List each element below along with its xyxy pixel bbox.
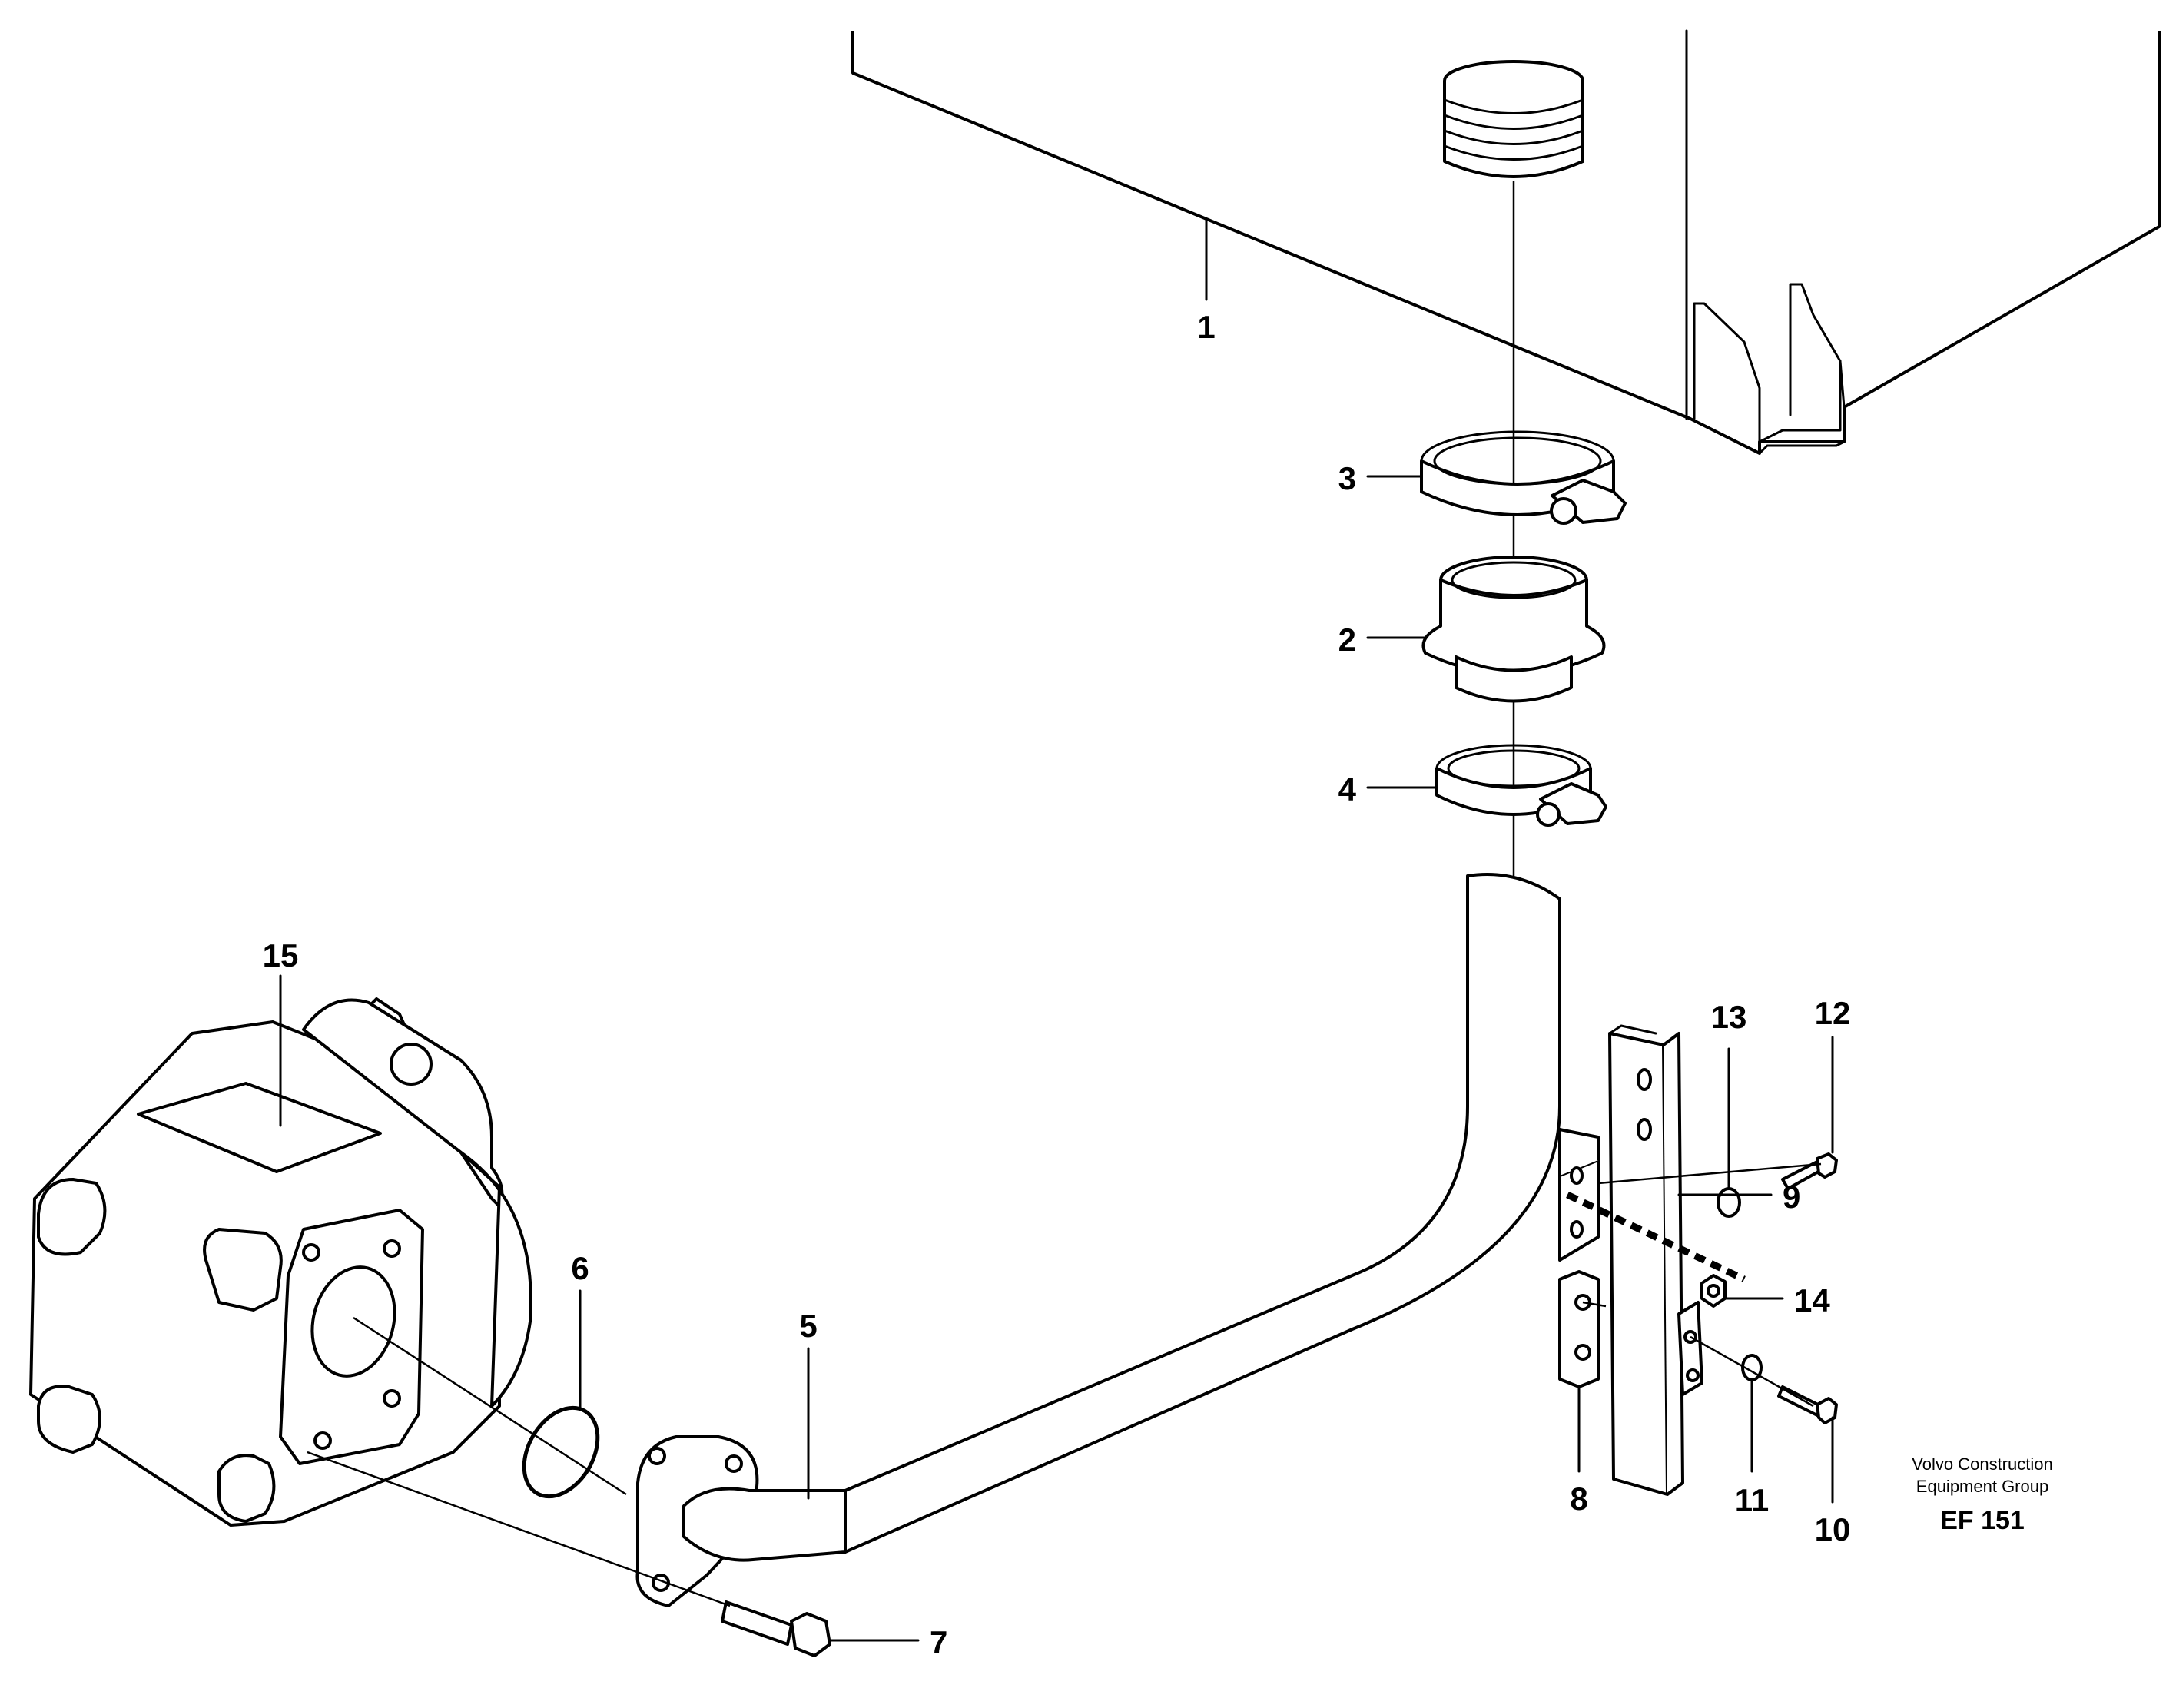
leader-lines: [279, 217, 1834, 1642]
callout-4: 4: [1338, 771, 1357, 808]
mounting-bracket: [1558, 1024, 1703, 1496]
suction-pipe: [635, 873, 1561, 1607]
nut: [1700, 1274, 1727, 1308]
clamp-plate: [1558, 1270, 1600, 1388]
bolt-upper: [1781, 1152, 1838, 1190]
hydraulic-pump: [29, 997, 532, 1527]
callout-1: 1: [1197, 309, 1215, 345]
callout-9: 9: [1783, 1179, 1800, 1215]
tank: [851, 29, 2161, 455]
assembly-lines: [307, 1162, 1822, 1607]
credit-line-2: Equipment Group: [1916, 1477, 2048, 1496]
credit-line-1: Volvo Construction: [1912, 1454, 2052, 1474]
dashed-bolt-path: [1566, 1191, 1746, 1283]
hose-clamp-upper: [1420, 430, 1627, 525]
callout-11: 11: [1735, 1482, 1769, 1518]
callout-7: 7: [930, 1624, 947, 1660]
credit-block: Volvo Construction Equipment Group EF 15…: [1912, 1454, 2052, 1535]
callout-14: 14: [1794, 1282, 1830, 1318]
tank-outlet: [1443, 60, 1584, 178]
callout-5: 5: [799, 1308, 817, 1344]
washer-upper: [1717, 1187, 1741, 1218]
o-ring: [522, 1405, 600, 1499]
callout-12: 12: [1815, 995, 1851, 1031]
callout-2: 2: [1338, 622, 1356, 658]
flange-bolt: [721, 1600, 831, 1657]
hose-sleeve: [1421, 556, 1606, 703]
callout-3: 3: [1338, 460, 1356, 496]
callout-15: 15: [263, 937, 299, 973]
hose-clamp-lower: [1435, 744, 1607, 827]
callout-10: 10: [1815, 1511, 1851, 1547]
callout-6: 6: [571, 1250, 589, 1286]
figure-code: EF 151: [1940, 1506, 2025, 1535]
callout-13: 13: [1711, 999, 1747, 1035]
callout-labels: 1 3 2 4 5 6 7 8 9 10 11 12 13 14 15: [263, 309, 1851, 1660]
bolt-lower: [1777, 1385, 1838, 1424]
callout-8: 8: [1570, 1481, 1587, 1517]
